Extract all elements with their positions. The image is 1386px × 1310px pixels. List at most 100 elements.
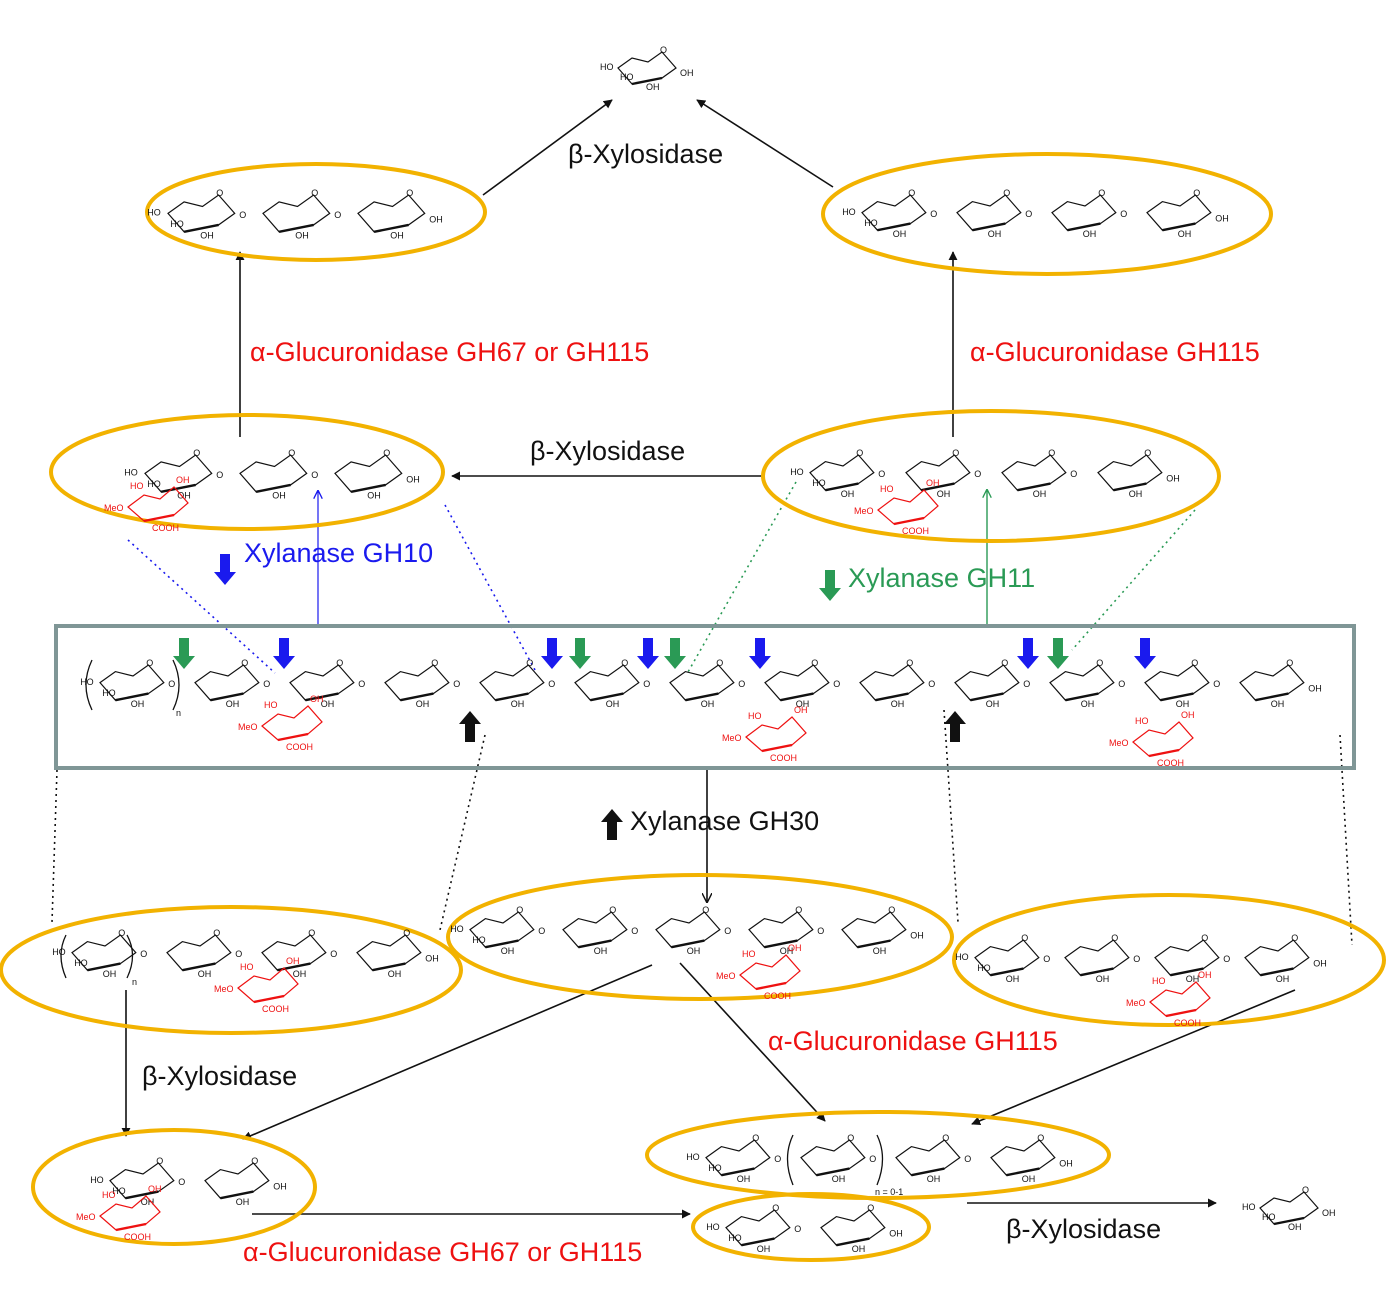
ho-label: HO [686, 1152, 700, 1162]
oh-label: OH [286, 956, 300, 966]
ho-label: HO [130, 481, 144, 491]
oh-label: OH [737, 1174, 751, 1184]
ring-oxygen: O [811, 658, 818, 668]
ring-oxygen: O [1291, 933, 1298, 943]
ring-oxygen: O [609, 905, 616, 915]
glycosidic-oxygen: O [794, 1224, 801, 1234]
oh-label: OH [1276, 974, 1290, 984]
glycosidic-oxygen: O [928, 679, 935, 689]
meo-label: MeO [1109, 738, 1129, 748]
glycosidic-oxygen: O [974, 469, 981, 479]
label-beta-xylosidase-bottom-right: β-Xylosidase [1006, 1214, 1161, 1244]
ho-label: HO [472, 935, 486, 945]
glycosidic-oxygen: O [1118, 679, 1125, 689]
ellipse-lower-right [952, 893, 1386, 1027]
oh-label: OH [646, 82, 660, 92]
ring-oxygen: O [216, 188, 223, 198]
glycosidic-oxygen: O [833, 679, 840, 689]
glycosidic-oxygen: O [1023, 679, 1030, 689]
polymer-brackets [60, 659, 884, 1186]
ring-oxygen: O [847, 1133, 854, 1143]
oh-label: OH [429, 215, 443, 225]
glycosidic-oxygen: O [631, 926, 638, 936]
oh-label: OH [687, 946, 701, 956]
gh30-cleavage-arrow [459, 711, 481, 742]
ho-label: HO [450, 924, 464, 934]
cooh-label: COOH [770, 753, 797, 763]
subscript-n-lower-left: n [132, 977, 137, 987]
ho-label: HO [880, 484, 894, 494]
oh-label: OH [891, 699, 905, 709]
ring-oxygen: O [1144, 448, 1151, 458]
ho-label: HO [264, 700, 278, 710]
arrow-center-to-bottom-mid [679, 962, 826, 1122]
oh-label: OH [910, 930, 924, 940]
oh-label: OH [852, 1244, 866, 1254]
label-glucuronidase-bottom: α-Glucuronidase GH67 or GH115 [243, 1237, 642, 1267]
oh-label: OH [1288, 1222, 1302, 1232]
ho-label: HO [600, 62, 614, 72]
glycosidic-oxygen: O [724, 926, 731, 936]
glycosidic-oxygen: O [453, 679, 460, 689]
oh-label: OH [1129, 489, 1143, 499]
oh-label: OH [148, 1184, 162, 1194]
labels: β-Xylosidase α-Glucuronidase GH67 or GH1… [142, 139, 1260, 1267]
oh-label: OH [680, 68, 694, 78]
oh-label: OH [1083, 229, 1097, 239]
glycosidic-oxygen: O [1213, 679, 1220, 689]
oh-label: OH [1271, 699, 1285, 709]
ho-label: HO [170, 219, 184, 229]
oh-label: OH [367, 491, 381, 501]
meo-label: MeO [104, 503, 124, 513]
ring-oxygen: O [403, 928, 410, 938]
glycosidic-oxygen: O [817, 926, 824, 936]
oh-label: OH [893, 229, 907, 239]
ellipse-bottom-mid [645, 1110, 1111, 1200]
oh-label: OH [988, 229, 1002, 239]
glycosidic-oxygen: O [548, 679, 555, 689]
ring-oxygen: O [1286, 658, 1293, 668]
oh-label: OH [794, 705, 808, 715]
meo-label: MeO [716, 971, 736, 981]
oh-label: OH [926, 478, 940, 488]
ho-label: HO [102, 1190, 116, 1200]
ring-oxygen: O [1111, 933, 1118, 943]
cooh-label: COOH [902, 526, 929, 536]
ring-oxygen: O [193, 448, 200, 458]
glycosidic-oxygen: O [738, 679, 745, 689]
gh10-legend-arrow [214, 554, 236, 585]
ho-label: HO [102, 688, 116, 698]
ring-oxygen: O [716, 658, 723, 668]
oh-label: OH [1022, 1174, 1036, 1184]
ho-label: HO [240, 962, 254, 972]
glycosidic-oxygen: O [168, 679, 175, 689]
ring-oxygen: O [251, 1156, 258, 1166]
ring-oxygen: O [1098, 188, 1105, 198]
glycosidic-oxygen: O [358, 679, 365, 689]
oh-label: OH [1096, 974, 1110, 984]
ring-oxygen: O [867, 1203, 874, 1213]
ho-label: HO [124, 468, 138, 478]
ho-label: HO [1135, 716, 1149, 726]
ellipse-bottom-left [31, 1128, 317, 1246]
oh-label: OH [226, 699, 240, 709]
ho-label: HO [955, 952, 969, 962]
gh10-cleavage-arrow [637, 638, 659, 669]
